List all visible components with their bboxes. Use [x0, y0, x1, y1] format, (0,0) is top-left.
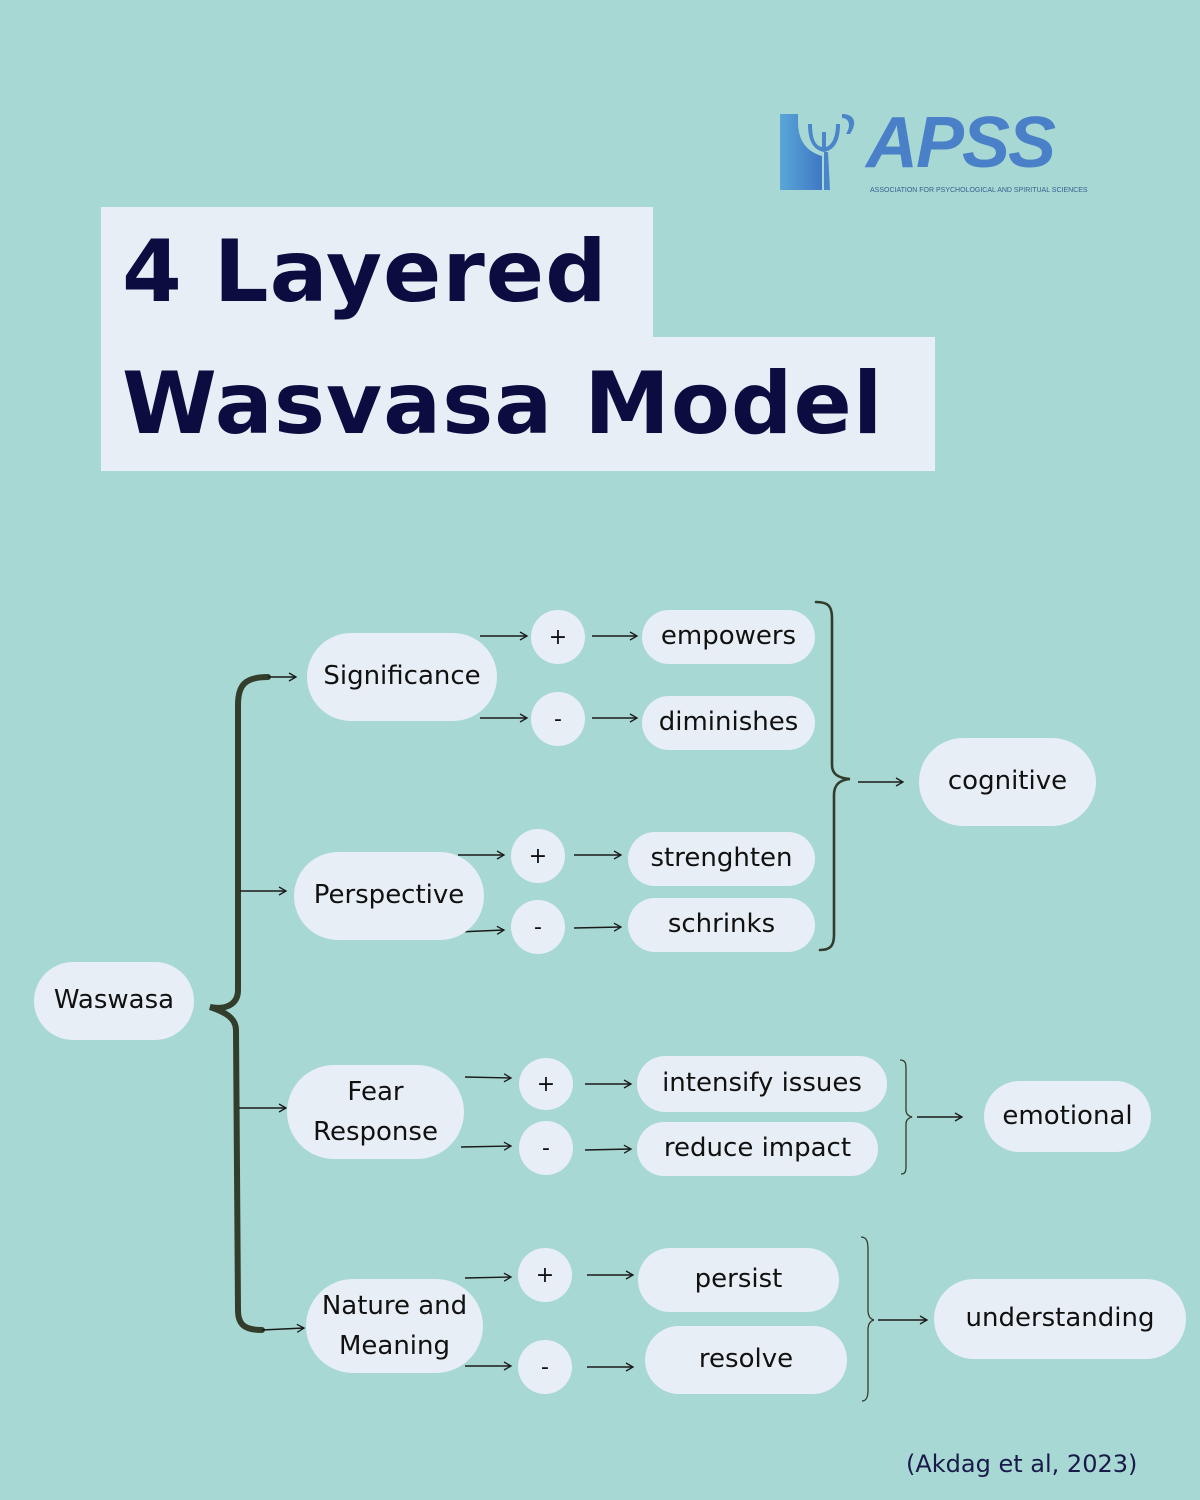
layer-label: emotional: [1002, 1100, 1133, 1131]
branch-node-perspective: Perspective: [294, 852, 484, 940]
positive-sign-node: +: [511, 829, 565, 883]
logo-wordmark: APSS: [866, 103, 1056, 183]
title-background-top: [101, 207, 653, 342]
layer-node-cognitive: cognitive: [919, 738, 1096, 826]
layer-label: cognitive: [947, 766, 1068, 797]
logo-subtitle: ASSOCIATION FOR PSYCHOLOGICAL AND SPIRIT…: [870, 187, 1088, 194]
outcome-node-intensify-issues: intensify issues: [637, 1056, 887, 1112]
negative-sign-node: -: [519, 1121, 573, 1175]
layer-node-understanding: understanding: [934, 1279, 1186, 1359]
page-title-line-1: 4 Layered: [122, 222, 608, 322]
outcome-node-empowers: empowers: [642, 610, 815, 664]
branch-label-line-1: Fear: [347, 1076, 404, 1107]
outcome-label: reduce impact: [663, 1133, 852, 1164]
root-label: Waswasa: [53, 985, 175, 1016]
arrow-fear-to-minus: [460, 1141, 513, 1151]
sign-label: +: [535, 1262, 555, 1288]
positive-sign-node: +: [518, 1248, 572, 1302]
outcome-label: empowers: [660, 621, 797, 652]
title-background-bottom: [101, 337, 935, 471]
sign-label: -: [541, 1354, 549, 1380]
sign-label: +: [548, 624, 568, 650]
negative-sign-node: -: [511, 900, 565, 954]
outcome-label: strenghten: [650, 843, 793, 874]
outcome-label: diminishes: [658, 707, 799, 738]
outcome-node-resolve: resolve: [645, 1326, 847, 1394]
outcome-node-diminishes: diminishes: [642, 696, 815, 750]
outcome-label: schrinks: [667, 909, 776, 940]
emotional-brace: [899, 1059, 913, 1175]
arrow-fear-to-plus: [464, 1073, 513, 1083]
layer-node-emotional: emotional: [984, 1081, 1151, 1152]
branch-label-line-2: Response: [313, 1117, 438, 1147]
outcome-label: resolve: [698, 1344, 794, 1375]
negative-sign-node: -: [518, 1340, 572, 1394]
arrow-nature-to-plus: [464, 1272, 513, 1282]
branch-label-line-1: Nature and: [321, 1290, 468, 1321]
positive-sign-node: +: [531, 610, 585, 664]
branch-node-nature-and-meaning: Nature and Meaning: [306, 1279, 483, 1373]
arrow-to-nature-meaning: [261, 1323, 306, 1333]
page-title-line-2: Wasvasa Model: [122, 354, 884, 454]
negative-sign-node: -: [531, 692, 585, 746]
positive-sign-node: +: [519, 1058, 573, 1110]
sign-label: -: [534, 914, 542, 940]
branch-label: Perspective: [313, 880, 465, 911]
branch-node-significance: Significance: [307, 633, 497, 721]
sign-label: +: [536, 1071, 556, 1097]
branch-node-fear-response: Fear Response: [287, 1065, 464, 1159]
sign-label: -: [542, 1135, 550, 1161]
root-node-waswasa: Waswasa: [34, 962, 194, 1040]
outcome-node-reduce-impact: reduce impact: [637, 1122, 878, 1176]
sign-label: -: [554, 706, 562, 732]
main-brace: [209, 674, 271, 1333]
sign-label: +: [528, 843, 548, 869]
outcome-node-persist: persist: [638, 1248, 839, 1312]
arrow-minus-to-reduce: [584, 1144, 633, 1154]
psi-logo-icon: [780, 114, 855, 190]
outcome-label: intensify issues: [662, 1068, 862, 1099]
outcome-node-strenghten: strenghten: [628, 832, 815, 886]
branch-label: Significance: [323, 661, 481, 692]
outcome-label: persist: [694, 1264, 783, 1295]
cognitive-brace: [814, 600, 851, 952]
arrow-minus-to-schrinks: [573, 922, 623, 932]
layer-label: understanding: [965, 1303, 1155, 1334]
citation: (Akdag et al, 2023): [906, 1450, 1138, 1478]
branch-label-line-2: Meaning: [338, 1331, 451, 1361]
understanding-brace: [860, 1236, 875, 1402]
apss-logo: APSS ASSOCIATION FOR PSYCHOLOGICAL AND S…: [778, 103, 1088, 198]
outcome-node-schrinks: schrinks: [628, 898, 815, 952]
